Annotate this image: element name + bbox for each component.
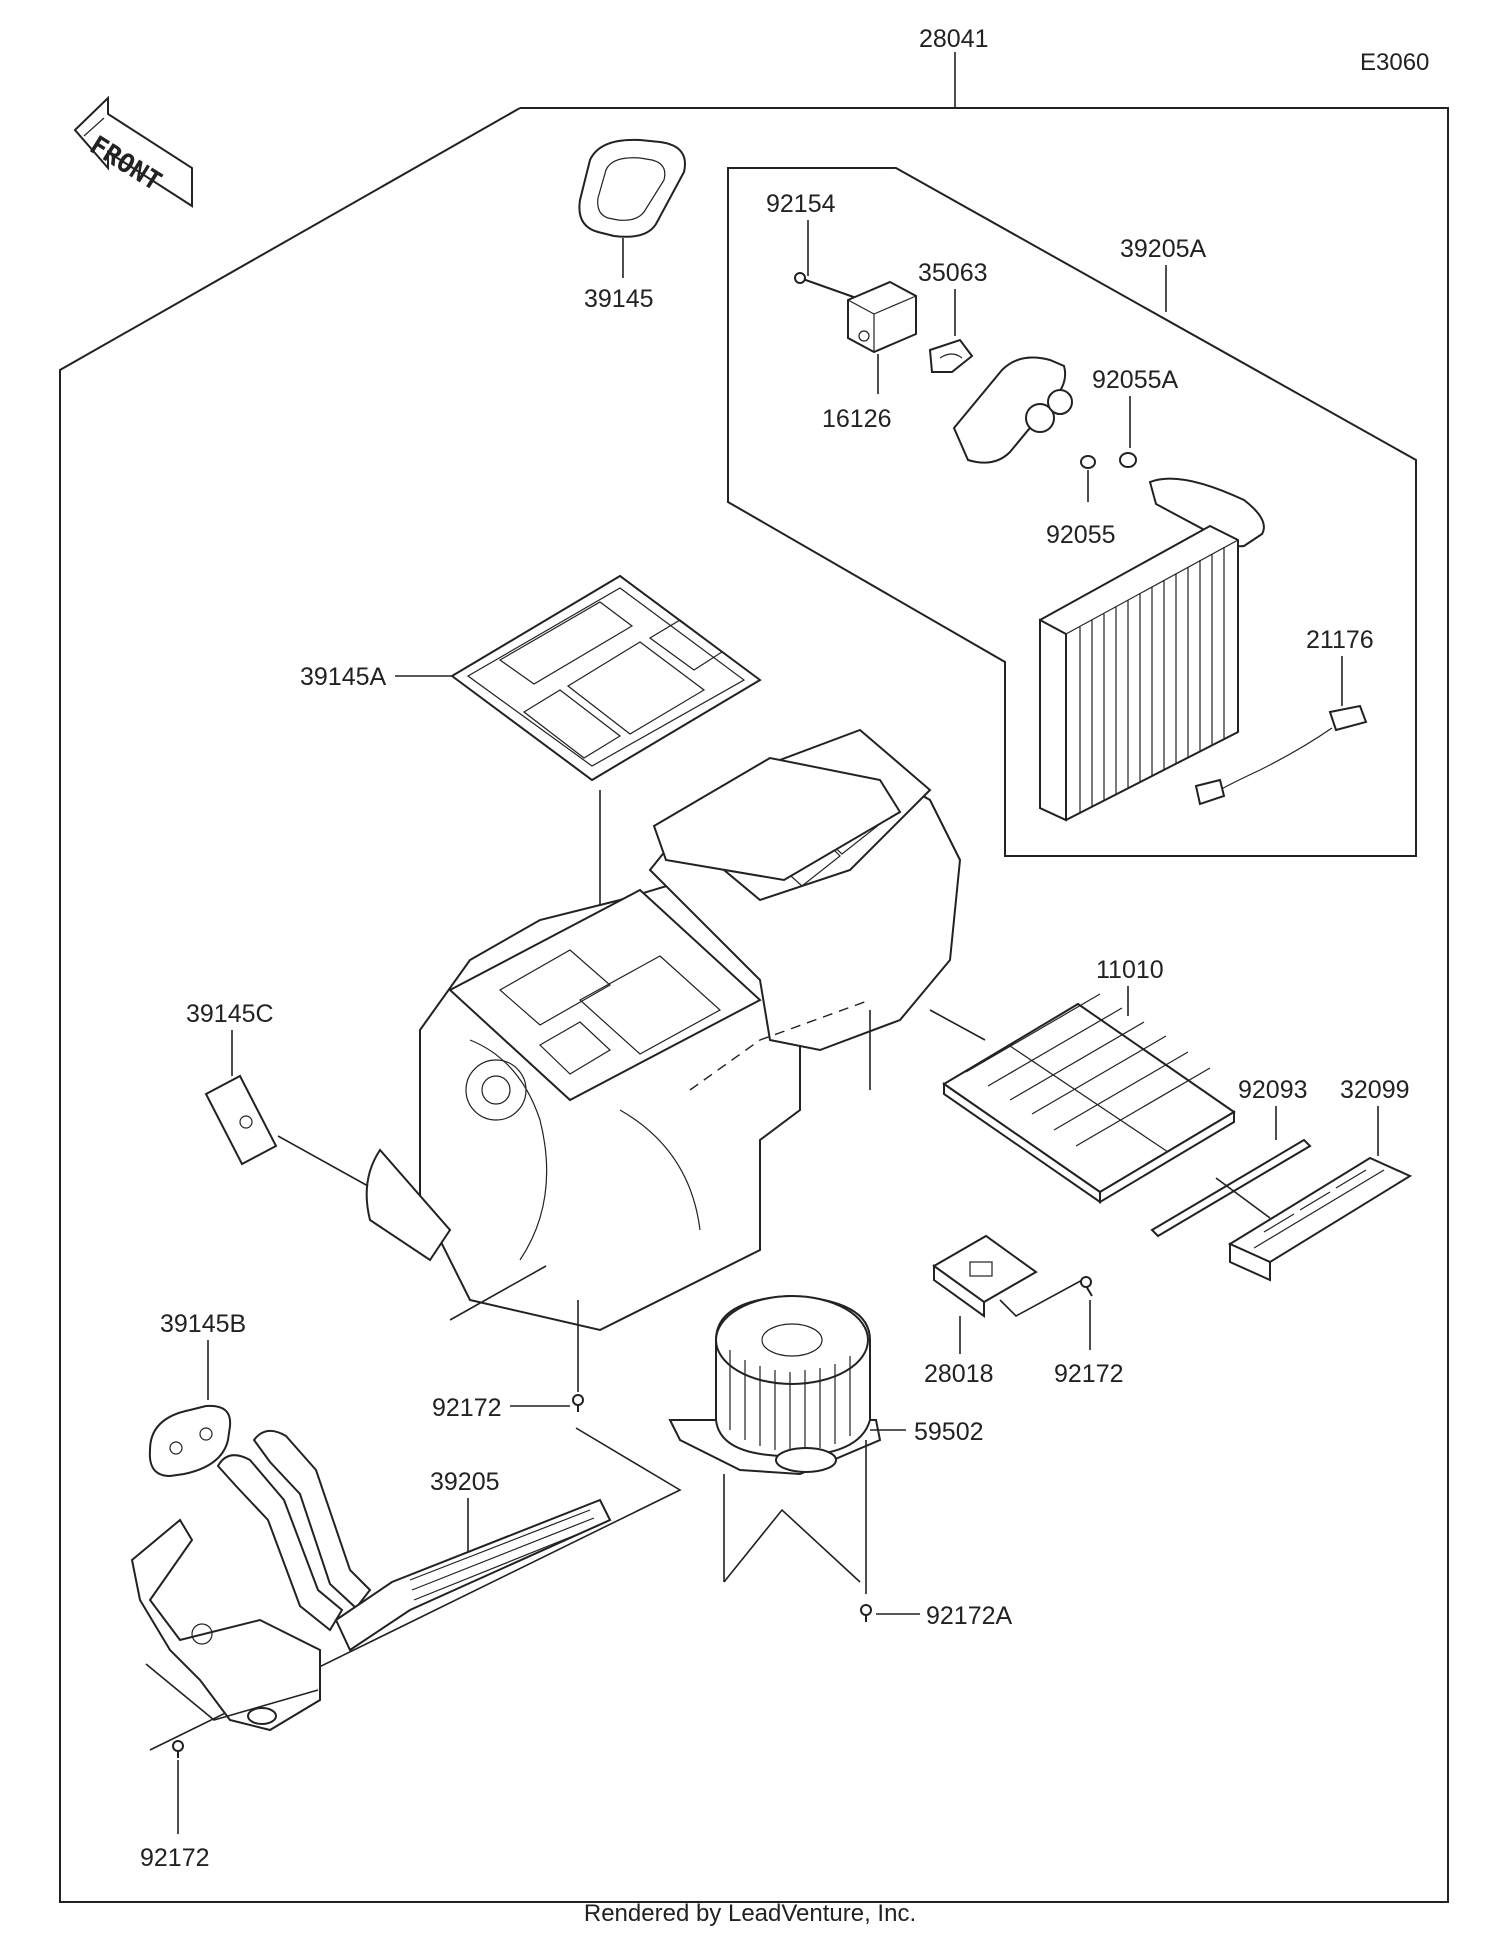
part-number-39205: 39205	[430, 1468, 500, 1496]
screw-92172A	[860, 1604, 872, 1622]
dash-line-housing	[689, 999, 871, 1091]
part-number-39145B: 39145B	[160, 1310, 246, 1338]
part-number-92093: 92093	[1238, 1076, 1308, 1104]
hvac-housing	[365, 728, 962, 1332]
leader-92172-bottom-v	[145, 1663, 319, 1721]
part-number-92172-bottom: 92172	[140, 1844, 210, 1872]
evaporator-inlet-block	[952, 356, 1073, 464]
part-number-16126: 16126	[822, 405, 892, 433]
part-number-92055A: 92055A	[1092, 366, 1179, 394]
thermistor-21176	[1194, 704, 1368, 806]
part-number-39145: 39145	[584, 285, 654, 313]
part-number-92172A: 92172A	[926, 1602, 1013, 1630]
blower-motor-59502	[668, 1294, 882, 1476]
pad-39145C	[204, 1074, 278, 1166]
grille-32099	[1227, 1156, 1413, 1282]
assembly-frame	[59, 107, 1449, 1903]
seal-strip-92093	[1150, 1138, 1312, 1238]
part-number-28018: 28018	[924, 1360, 994, 1388]
leader-92093-link	[1215, 1177, 1271, 1219]
leader-39145C-link	[277, 1135, 369, 1187]
expansion-valve-16126	[847, 280, 917, 354]
part-number-35063: 35063	[918, 259, 988, 287]
part-number-21176: 21176	[1306, 626, 1374, 654]
leader-59502-v	[723, 1508, 861, 1583]
leader-92172-mid-a	[449, 1265, 547, 1321]
footer-credit: Rendered by LeadVenture, Inc.	[583, 1900, 917, 1927]
cabin-filter-11010	[942, 993, 1236, 1204]
evaporator-subframe	[727, 167, 1417, 857]
part-number-92154: 92154	[766, 190, 836, 218]
part-number-92055: 92055	[1046, 521, 1116, 549]
clip-35063	[928, 338, 974, 373]
screw-92172-bottom	[172, 1740, 184, 1758]
gasket-39145A	[450, 574, 762, 782]
leader-11010-link	[929, 1009, 986, 1041]
part-number-11010: 11010	[1096, 956, 1164, 984]
heater-duct	[130, 1518, 321, 1732]
o-ring-92055	[1080, 455, 1096, 469]
front-arrow-icon: FRONT	[73, 95, 193, 208]
evaporator-core-39205A	[1039, 477, 1265, 822]
part-number-28041: 28041	[919, 25, 989, 53]
part-number-92172-right: 92172	[1054, 1360, 1124, 1388]
leader-28018-screw	[999, 1277, 1087, 1317]
part-number-59502: 59502	[914, 1418, 984, 1446]
grommet-39145B	[148, 1404, 232, 1478]
part-number-39145C: 39145C	[186, 1000, 274, 1028]
screw-92172-mid	[572, 1394, 584, 1412]
leader-39205-assembly	[149, 1427, 682, 1751]
seal-ring-39145	[578, 138, 686, 238]
o-ring-92055A	[1119, 452, 1137, 468]
diagram-code: E3060	[1360, 49, 1429, 76]
part-number-39145A: 39145A	[300, 663, 387, 691]
part-number-32099: 32099	[1340, 1076, 1410, 1104]
heater-core-39205	[216, 1429, 612, 1652]
part-number-39205A: 39205A	[1120, 235, 1207, 263]
bolt-92154	[794, 272, 863, 301]
part-number-92172-mid: 92172	[432, 1394, 502, 1422]
resistor-28018	[932, 1234, 1038, 1318]
screw-92172-right	[1080, 1276, 1093, 1297]
